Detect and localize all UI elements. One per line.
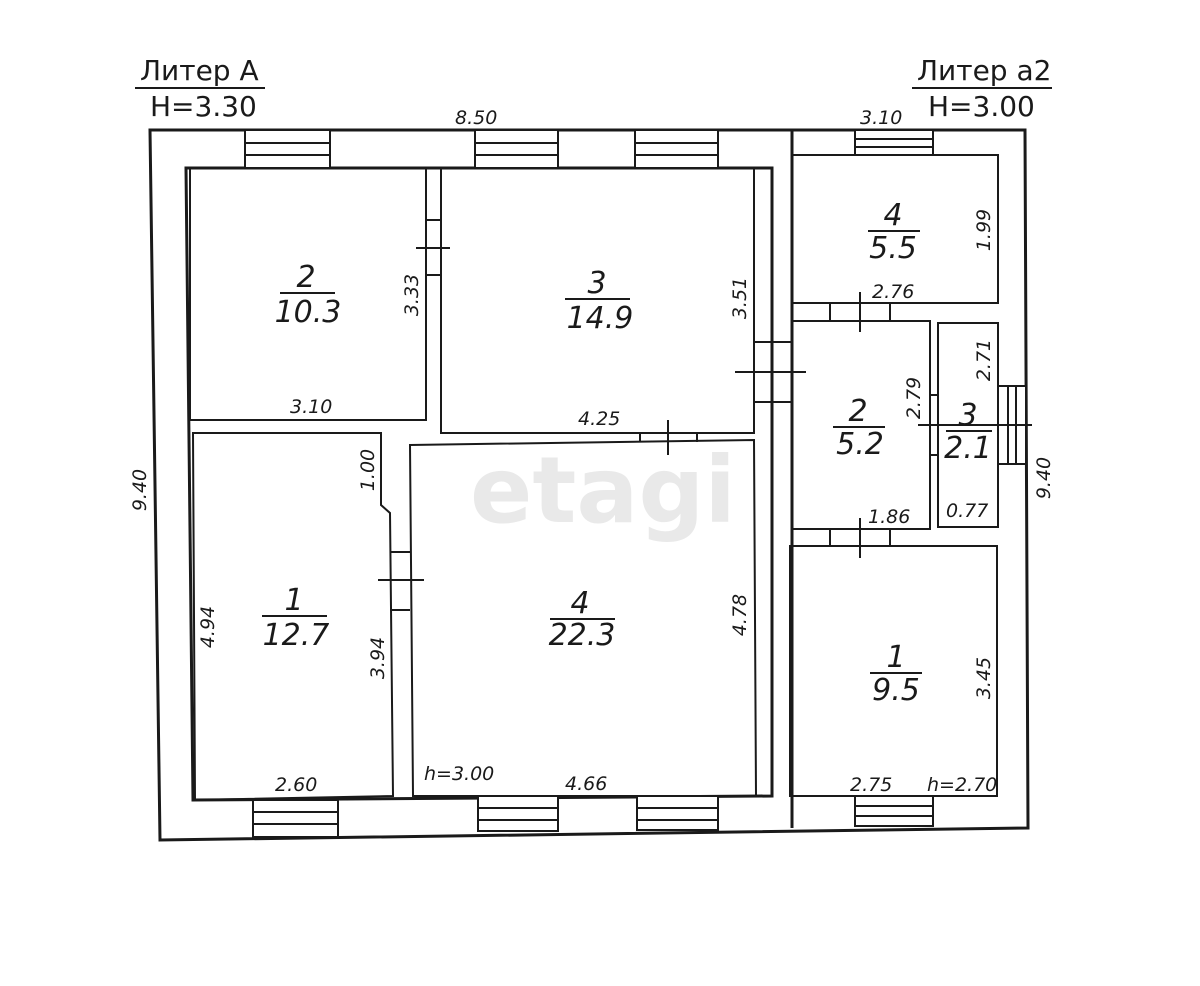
window-top-3	[634, 129, 719, 169]
svg-text:3: 3	[587, 266, 606, 301]
door-a3-b-wall	[735, 341, 806, 403]
room-b1-label: 1 9.5	[870, 640, 922, 708]
door-b2-b3	[918, 394, 1032, 456]
dim-b1-ceiling: h=2.70	[927, 774, 997, 796]
door-b2-b1	[829, 518, 891, 558]
dim-r1-width: 2.60	[275, 774, 317, 796]
dim-top-a: 8.50	[455, 107, 497, 129]
liter-a-height: H=3.30	[150, 90, 257, 123]
svg-text:4: 4	[883, 198, 902, 233]
dim-b4-height: 1.99	[973, 209, 995, 251]
liter-a2-height: H=3.00	[928, 90, 1035, 123]
dim-r2-width: 3.10	[290, 396, 332, 418]
dim-b3-height: 2.71	[973, 339, 995, 381]
room-a1-label: 1 12.7	[262, 583, 329, 653]
room-a1-outline	[191, 432, 395, 802]
svg-text:22.3: 22.3	[549, 618, 616, 653]
window-bottom-4	[854, 795, 934, 827]
room-b4-label: 4 5.5	[868, 198, 920, 266]
svg-text:5.2: 5.2	[836, 427, 884, 462]
dim-r4-height: 4.78	[729, 594, 751, 636]
header-liter-a: Литер А H=3.30	[135, 54, 265, 123]
window-top-1	[244, 129, 331, 169]
room-a4-label: 4 22.3	[549, 586, 616, 653]
header-liter-a2: Литер а2 H=3.00	[912, 54, 1052, 123]
svg-text:5.5: 5.5	[869, 231, 917, 266]
window-bottom-3	[636, 795, 719, 831]
window-top-4	[854, 129, 934, 156]
svg-text:10.3: 10.3	[275, 295, 342, 330]
dim-right-total: 9.40	[1033, 457, 1055, 499]
svg-text:3: 3	[958, 398, 977, 433]
liter-a2-label: Литер а2	[917, 54, 1051, 87]
svg-text:1: 1	[284, 583, 303, 618]
dim-left-total: 9.40	[129, 469, 151, 511]
dim-r1-height: 4.94	[197, 606, 219, 648]
outer-wall-outer	[148, 128, 1030, 842]
window-bottom-2	[477, 795, 559, 832]
dim-b2-width: 1.86	[868, 506, 910, 528]
room-b3-label: 3 2.1	[944, 398, 992, 466]
svg-text:12.7: 12.7	[263, 618, 330, 653]
svg-text:2.1: 2.1	[944, 431, 992, 466]
dim-r1-step: 1.00	[357, 449, 379, 491]
window-top-2	[474, 129, 559, 169]
dim-r4-width: 4.66	[565, 773, 607, 795]
room-a2-label: 2 10.3	[275, 260, 342, 330]
dim-top-b: 3.10	[860, 107, 902, 129]
dim-b2-height: 2.79	[903, 377, 925, 419]
room-a3-label: 3 14.9	[565, 266, 633, 336]
dim-r1-height-2: 3.94	[367, 637, 389, 679]
dim-b3-width: 0.77	[946, 500, 988, 522]
room-b2-label: 2 5.2	[833, 394, 885, 462]
door-a3-a4	[639, 420, 698, 455]
svg-text:1: 1	[886, 640, 905, 675]
door-a1-a4	[378, 551, 424, 611]
svg-text:2: 2	[296, 260, 315, 295]
dim-r3-height: 3.51	[729, 277, 751, 319]
dim-r2-height: 3.33	[401, 274, 423, 316]
dim-r3-width: 4.25	[578, 408, 620, 430]
svg-text:9.5: 9.5	[872, 673, 920, 708]
dim-b1-height: 3.45	[973, 657, 995, 699]
dim-b4-width: 2.76	[872, 281, 914, 303]
dim-b1-width: 2.75	[850, 774, 892, 796]
watermark-logo: etagi	[470, 437, 736, 544]
svg-text:4: 4	[570, 586, 589, 621]
door-b4-b2	[829, 292, 891, 332]
window-bottom-1	[252, 799, 339, 838]
svg-text:14.9: 14.9	[567, 301, 634, 336]
liter-a-label: Литер А	[140, 54, 259, 87]
door-a2-a3	[416, 219, 450, 276]
svg-text:2: 2	[848, 394, 867, 429]
dim-r4-ceiling: h=3.00	[424, 763, 494, 785]
